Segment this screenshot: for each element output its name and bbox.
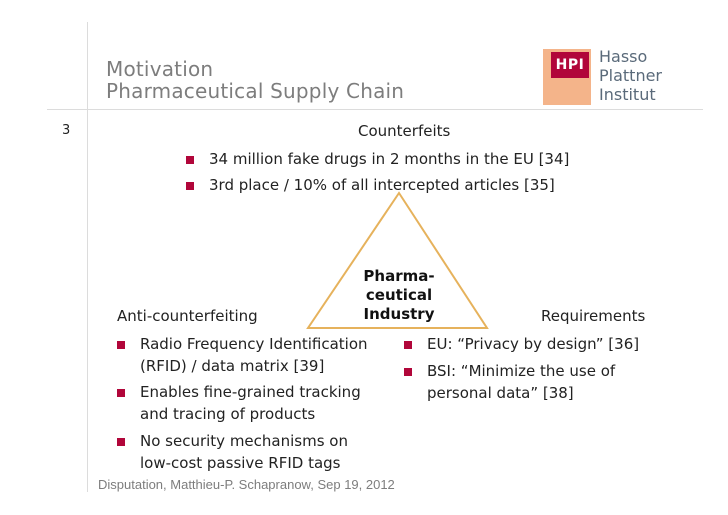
list-item: BSI: “Minimize the use of personal data”… [404,360,615,404]
bullet-square-icon [404,368,412,376]
bullet-square-icon [186,182,194,190]
vertical-guide-line [87,22,88,492]
list-item: No security mechanisms on low-cost passi… [117,430,348,474]
logo-mark: HPI [551,52,589,78]
triangle-shape [306,191,489,329]
list-item: 34 million fake drugs in 2 months in the… [186,148,569,170]
logo-wordmark: Hasso Plattner Institut [599,47,663,104]
requirements-heading: Requirements [541,307,646,325]
slide-subtitle: Pharmaceutical Supply Chain [106,79,405,103]
pharma-industry-label: Pharma- ceutical Industry [363,267,435,323]
bullet-square-icon [186,156,194,164]
header-divider [47,109,703,110]
list-item: EU: “Privacy by design” [36] [404,333,639,355]
list-item: Enables fine-grained tracking and tracin… [117,381,361,425]
list-item: 3rd place / 10% of all intercepted artic… [186,174,555,196]
hpi-logo: HPI Hasso Plattner Institut [543,45,678,105]
page-number: 3 [62,123,71,138]
bullet-square-icon [117,341,125,349]
bullet-square-icon [404,341,412,349]
slide-title: Motivation [106,57,214,81]
slide-footer: Disputation, Matthieu-P. Schapranow, Sep… [98,477,395,492]
counterfeits-heading: Counterfeits [358,122,451,140]
bullet-square-icon [117,438,125,446]
list-item: Radio Frequency Identification (RFID) / … [117,333,368,377]
bullet-square-icon [117,389,125,397]
anti-counterfeiting-heading: Anti-counterfeiting [117,307,258,325]
